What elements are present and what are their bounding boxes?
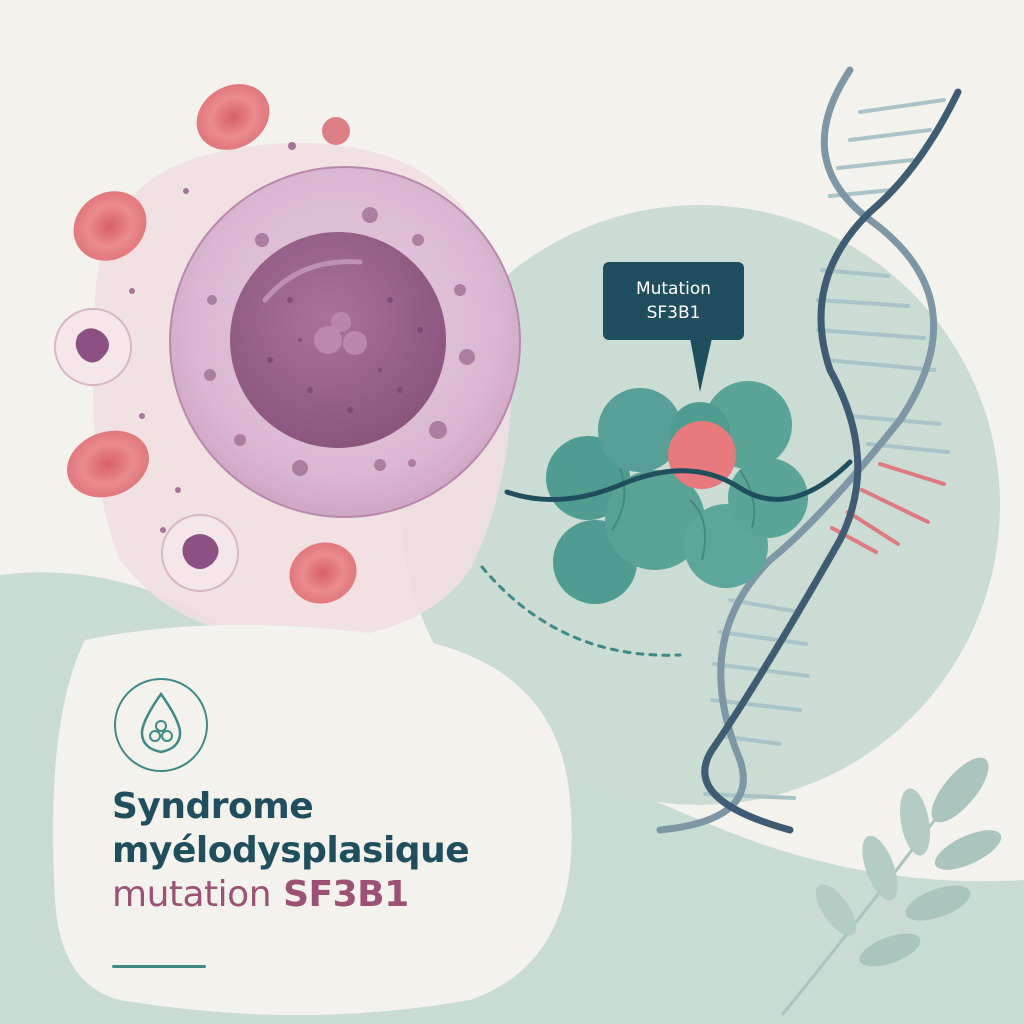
mutation-callout: Mutation SF3B1 bbox=[603, 262, 744, 340]
spliceosome-protein bbox=[504, 381, 853, 604]
blood-drop-icon bbox=[114, 678, 208, 772]
platelet-dots bbox=[129, 142, 296, 533]
leaf-branch-icon bbox=[780, 757, 1002, 1016]
title-line-2: myélodysplasique bbox=[112, 830, 470, 871]
dotted-arc bbox=[480, 565, 682, 657]
title-panel bbox=[53, 625, 572, 1015]
title-divider bbox=[112, 965, 206, 968]
rna-strand bbox=[504, 459, 853, 502]
callout-pointer bbox=[690, 338, 712, 392]
callout-line-1: Mutation bbox=[635, 279, 712, 299]
title-line-3: mutation SF3B1 bbox=[112, 873, 542, 917]
myeloblast-cell bbox=[169, 166, 521, 518]
red-blood-cells bbox=[67, 84, 357, 604]
title-line-1: Syndrome bbox=[112, 786, 314, 827]
title-word-gene: SF3B1 bbox=[283, 874, 409, 915]
page-title: Syndrome myélodysplasique mutation SF3B1 bbox=[112, 785, 542, 917]
neutrophil-cells bbox=[54, 308, 239, 592]
dna-helix-icon bbox=[656, 66, 962, 834]
callout-line-2: SF3B1 bbox=[646, 303, 701, 323]
title-word-mutation: mutation bbox=[112, 874, 272, 915]
